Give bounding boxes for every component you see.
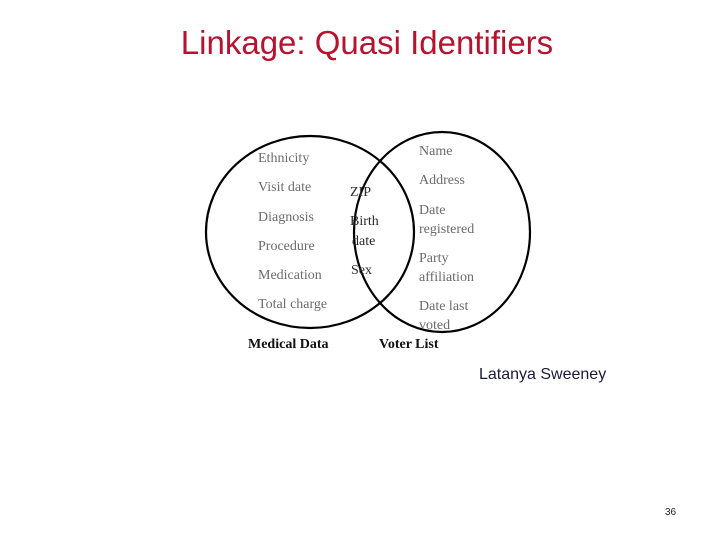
shared-fields: ZIP Birth date Sex	[350, 185, 379, 278]
voter-field: Party	[419, 251, 449, 266]
voter-field: Name	[419, 144, 452, 159]
shared-field: date	[352, 234, 375, 249]
page-number: 36	[665, 507, 677, 518]
voter-list-fields: Name Address Date registered Party affil…	[419, 144, 474, 333]
medical-data-circle	[204, 134, 416, 330]
slide-title: Linkage: Quasi Identifiers	[180, 24, 554, 61]
voter-field: Date last	[419, 299, 468, 314]
shared-field: Birth	[350, 214, 379, 229]
medical-data-label: Medical Data	[248, 337, 328, 352]
voter-list-circle	[352, 130, 532, 334]
medical-field: Diagnosis	[258, 210, 314, 225]
author-credit: Latanya Sweeney	[479, 366, 607, 383]
voter-field: voted	[419, 318, 450, 333]
medical-field: Ethnicity	[258, 151, 309, 166]
medical-field: Medication	[258, 268, 322, 283]
voter-field: Address	[419, 173, 465, 188]
medical-field: Visit date	[258, 180, 311, 195]
medical-field: Procedure	[258, 239, 315, 254]
voter-field: registered	[419, 222, 474, 237]
medical-data-fields: Ethnicity Visit date Diagnosis Procedure…	[258, 151, 327, 312]
voter-field: Date	[419, 203, 445, 218]
voter-list-label: Voter List	[379, 337, 439, 352]
voter-field: affiliation	[419, 270, 474, 285]
medical-field: Total charge	[258, 297, 327, 312]
shared-field: Sex	[351, 263, 372, 278]
shared-field: ZIP	[350, 185, 371, 200]
